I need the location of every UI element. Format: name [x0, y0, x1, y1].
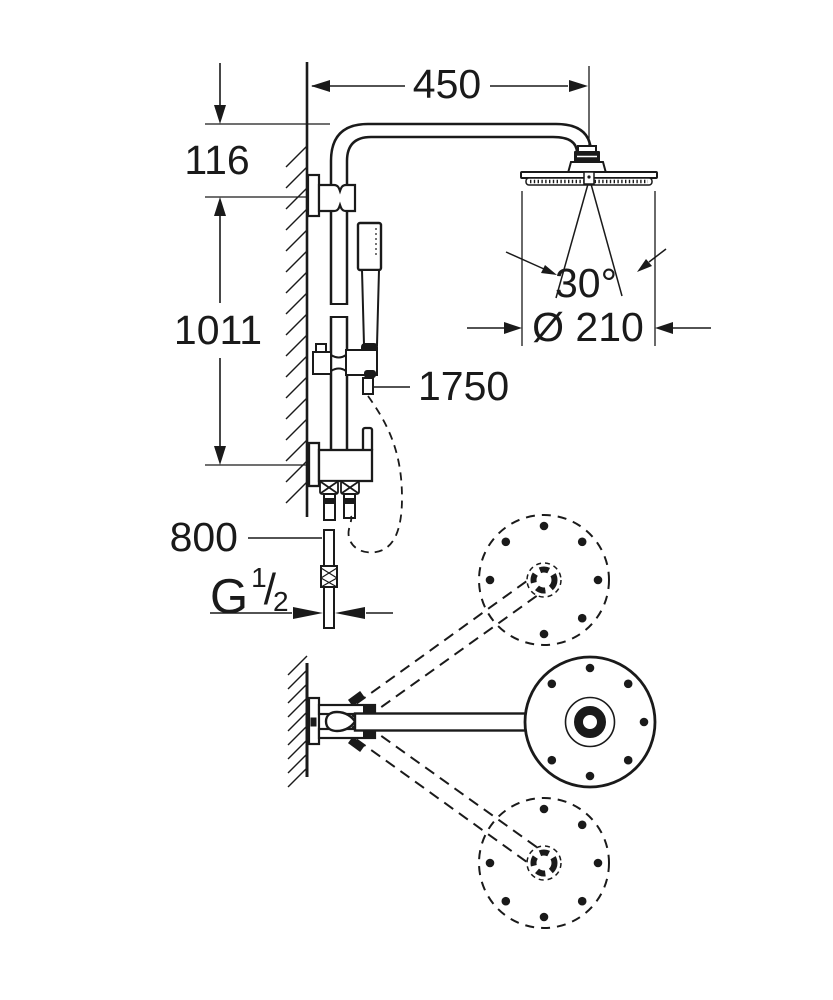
dim-116-label: 116 [184, 137, 250, 183]
wall-hatch-lower [287, 655, 308, 788]
plan-view [287, 514, 657, 929]
rail-break [328, 305, 349, 316]
shower-hose [347, 395, 403, 554]
supply-connection [210, 529, 393, 629]
rail-slider [312, 343, 378, 395]
ferrule-crosshatch [320, 567, 338, 588]
dim-g12 [210, 607, 393, 619]
screw-dots [547, 663, 649, 781]
supply-length-label: 800 [169, 514, 238, 560]
top-wall-bracket [306, 173, 357, 218]
thread-g: G [210, 570, 249, 624]
dim-450-label: 450 [412, 61, 482, 107]
screw-dots [485, 521, 603, 639]
wall-section-upper [285, 62, 309, 517]
arm-wall-bracket [307, 691, 377, 752]
hand-shower [356, 221, 383, 353]
shower-pipe [328, 122, 593, 452]
head-position-up [478, 514, 610, 646]
upper-elevation-view [205, 62, 711, 629]
head-position-down [478, 797, 610, 929]
dim-210 [467, 191, 711, 346]
dim-1011-label: 1011 [173, 307, 263, 353]
wall-hatch-upper [285, 145, 308, 504]
head-shower [520, 145, 658, 186]
head-diameter-label: Ø 210 [532, 304, 644, 350]
thread-num: 1 [251, 562, 267, 593]
thread-size-label: G 1 / 2 [210, 564, 289, 622]
hose-length-label: 1750 [418, 363, 510, 409]
dim-116-1011 [205, 63, 330, 466]
head-position-center [523, 655, 657, 789]
spray-angle-label: 30° [554, 260, 617, 306]
swivel-arm-positions [341, 577, 546, 866]
screw-dots [485, 804, 603, 922]
thread-den: 2 [272, 586, 289, 617]
thread-slash: / [263, 565, 276, 614]
connection-nuts [319, 480, 360, 495]
valve-body [307, 426, 374, 521]
wall-section-lower [287, 655, 309, 788]
spray-cone [505, 183, 667, 299]
